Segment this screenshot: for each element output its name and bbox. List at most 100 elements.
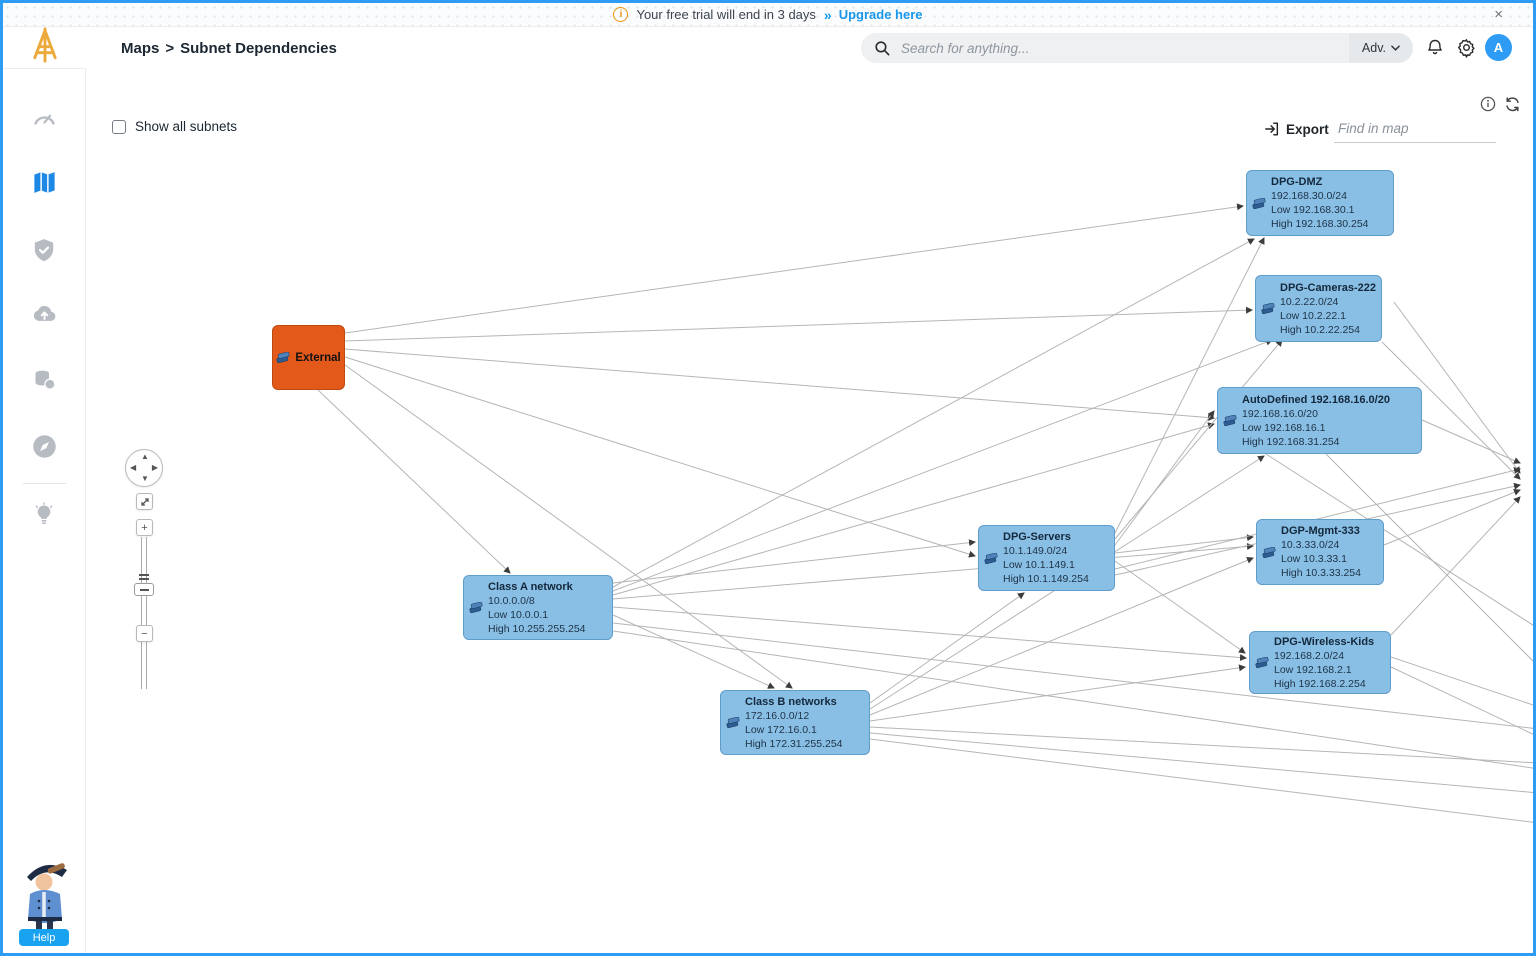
node-line: Low 192.168.16.1 xyxy=(1242,421,1326,434)
node-line: 192.168.16.0/20 xyxy=(1242,407,1318,420)
dependency-edge xyxy=(869,592,1025,704)
sidebar-item-cloud[interactable] xyxy=(30,302,58,330)
show-all-subnets-label: Show all subnets xyxy=(135,119,238,134)
logo-cell[interactable] xyxy=(3,27,86,69)
banner-close-icon[interactable]: × xyxy=(1494,6,1503,23)
network-icon xyxy=(276,352,291,363)
map-refresh-icon[interactable] xyxy=(1504,96,1521,118)
network-icon xyxy=(1223,415,1238,426)
ideas-lightbulb-icon xyxy=(31,501,57,533)
network-icon xyxy=(1255,657,1270,668)
map-pan-control[interactable]: ▲ ▼ ◀ ▶ xyxy=(125,449,163,487)
sidebar-item-maps[interactable] xyxy=(30,171,58,199)
zoom-slider-tick xyxy=(139,578,149,580)
auvik-logo-icon xyxy=(28,26,62,69)
search-icon xyxy=(874,40,891,57)
zoom-slider-handle[interactable] xyxy=(134,583,154,596)
network-icon xyxy=(469,602,484,613)
dependency-edge xyxy=(869,738,1533,823)
settings-gear-icon[interactable] xyxy=(1454,35,1478,59)
network-icon xyxy=(1262,546,1277,558)
chevron-down-icon xyxy=(1391,45,1400,51)
node-line: 10.2.22.0/24 xyxy=(1280,295,1339,308)
sidebar-item-ideas[interactable] xyxy=(30,501,58,533)
dependency-edge xyxy=(1114,339,1283,540)
breadcrumb-separator: > xyxy=(165,39,175,57)
help-button[interactable]: Help xyxy=(19,929,69,946)
advanced-search-button[interactable]: Adv. xyxy=(1348,33,1413,63)
dependency-edge xyxy=(344,306,1253,342)
user-avatar[interactable]: A xyxy=(1485,34,1512,61)
node-title: External xyxy=(295,351,341,364)
search-input[interactable] xyxy=(901,40,1349,56)
zoom-out-button[interactable]: − xyxy=(136,625,153,642)
pan-right-icon[interactable]: ▶ xyxy=(151,463,158,472)
node-title: DPG-Cameras-222 xyxy=(1280,281,1376,294)
dependency-edge xyxy=(344,203,1244,334)
edges-layer xyxy=(317,203,1533,823)
dependency-edge xyxy=(1383,489,1521,546)
double-chevron-icon: » xyxy=(823,6,832,23)
dependency-edge xyxy=(612,338,1273,592)
map-canvas[interactable]: Show all subnets Export External DPG-DMZ xyxy=(86,69,1533,953)
dependency-edge xyxy=(344,356,976,558)
network-icon xyxy=(726,717,741,728)
pan-up-icon[interactable]: ▲ xyxy=(141,452,149,461)
dependency-edge xyxy=(1114,560,1246,654)
dependency-edge xyxy=(612,614,775,689)
notifications-bell-icon[interactable] xyxy=(1423,35,1447,59)
map-node-external[interactable]: External xyxy=(272,325,345,390)
dependency-edge xyxy=(612,422,1215,596)
zoom-slider-track[interactable] xyxy=(141,537,147,689)
sidebar-item-security[interactable] xyxy=(30,238,58,266)
zoom-in-button[interactable]: + xyxy=(136,519,153,536)
breadcrumb-section[interactable]: Maps xyxy=(121,39,160,57)
pan-left-icon[interactable]: ◀ xyxy=(130,463,137,472)
node-line: Low 10.2.22.1 xyxy=(1280,309,1346,322)
find-in-map-input[interactable] xyxy=(1334,119,1496,143)
node-line: Low 192.168.30.1 xyxy=(1271,204,1355,216)
node-line: 192.168.30.0/24 xyxy=(1271,190,1347,202)
export-button[interactable]: Export xyxy=(1264,121,1329,137)
node-line: High 10.255.255.254 xyxy=(488,622,586,635)
sidebar-divider xyxy=(23,483,66,484)
node-line: Low 10.3.33.1 xyxy=(1281,553,1347,565)
dependency-edge xyxy=(1114,534,1254,554)
sidebar-item-dashboard[interactable] xyxy=(30,107,58,135)
node-line: High 192.168.30.254 xyxy=(1271,218,1369,230)
dependency-edge xyxy=(869,664,1246,722)
node-line: 10.3.33.0/24 xyxy=(1281,539,1340,551)
dependency-edge xyxy=(1390,496,1521,636)
dependency-edge xyxy=(1421,419,1521,464)
dependency-edge xyxy=(1265,453,1533,626)
map-info-icon[interactable] xyxy=(1480,96,1496,118)
cloud-upload-icon xyxy=(31,300,58,332)
security-shield-icon xyxy=(31,237,57,268)
dashboard-gauge-icon xyxy=(31,105,58,137)
pan-down-icon[interactable]: ▼ xyxy=(141,474,149,483)
dependency-edge xyxy=(612,539,976,584)
sidebar-item-discovery[interactable] xyxy=(30,435,58,463)
show-all-subnets-checkbox[interactable] xyxy=(112,119,126,134)
node-line: High 172.31.255.254 xyxy=(745,737,843,750)
node-line: High 10.2.22.254 xyxy=(1280,323,1360,336)
export-label: Export xyxy=(1286,121,1329,137)
map-fit-button[interactable] xyxy=(136,493,153,510)
sidebar-item-billing[interactable] xyxy=(30,368,58,396)
dependency-edge xyxy=(612,622,1533,729)
node-line: Low 10.0.0.1 xyxy=(488,608,549,621)
sidebar-nav: Help xyxy=(3,69,86,953)
upgrade-link[interactable]: Upgrade here xyxy=(838,7,923,22)
node-title: DPG-DMZ xyxy=(1271,176,1323,188)
breadcrumb: Maps > Subnet Dependencies xyxy=(121,27,337,69)
dependency-edge xyxy=(869,557,1254,716)
node-line: High 10.3.33.254 xyxy=(1281,567,1361,579)
